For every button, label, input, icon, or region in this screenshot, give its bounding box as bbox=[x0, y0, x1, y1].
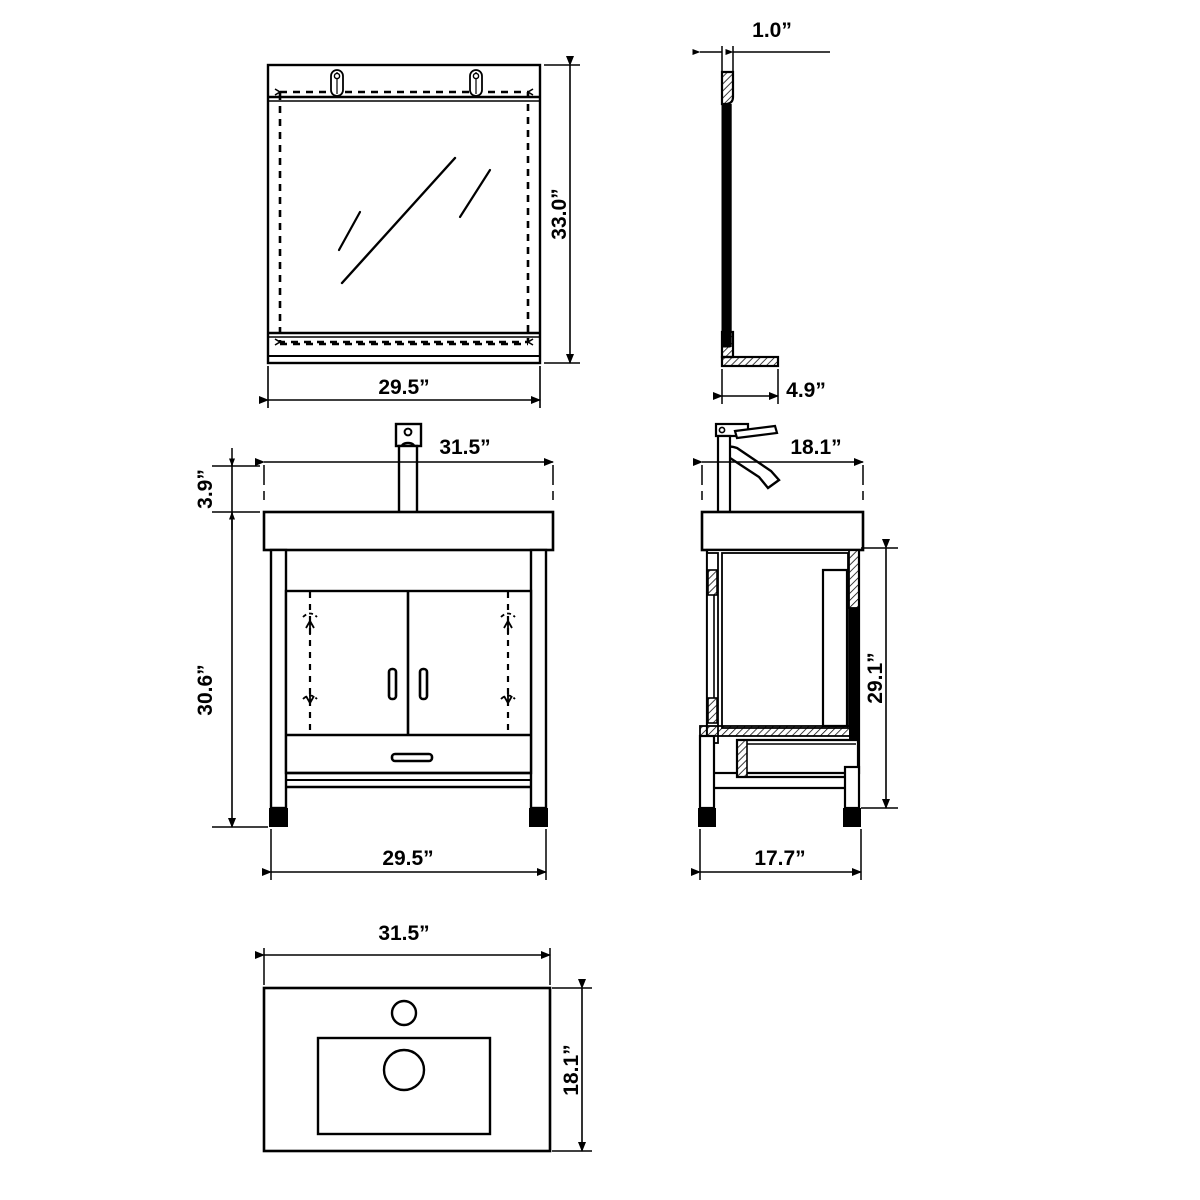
foot-front-left bbox=[269, 808, 288, 827]
dimension-top-width-front: 31.5” bbox=[255, 436, 554, 500]
faucet-side bbox=[714, 422, 781, 514]
mirror-hidden-outline bbox=[278, 90, 530, 344]
hinge-indicator-left bbox=[302, 592, 318, 734]
dimension-mirror-thickness: 1.0” bbox=[692, 19, 830, 78]
dimension-label-sink-depth-top: 18.1” bbox=[560, 1044, 583, 1095]
mirror-hidden-arrow-tr bbox=[527, 88, 534, 96]
dimension-sink-width-top: 31.5” bbox=[255, 922, 551, 985]
mirror-side-view bbox=[720, 70, 780, 368]
foot-front-right bbox=[529, 808, 548, 827]
faucet-handle-lever-side bbox=[733, 424, 779, 440]
mirror-side-top-cap bbox=[720, 70, 735, 106]
drain-hole-top bbox=[382, 1048, 426, 1092]
leg-side-front bbox=[698, 734, 716, 810]
leg-front-right bbox=[529, 548, 548, 810]
mirror-hanger-right bbox=[469, 69, 483, 97]
faucet-aerator-front bbox=[403, 427, 413, 437]
dimension-label-top-width-front: 31.5” bbox=[439, 436, 490, 459]
shelf-divider-side bbox=[699, 725, 859, 737]
foot-side-rear bbox=[843, 808, 861, 827]
dimension-label-mirror-shelf-depth: 4.9” bbox=[786, 379, 826, 402]
dimension-mirror-height: 33.0” bbox=[544, 56, 580, 364]
mirror-side-bottom-cap bbox=[720, 330, 735, 359]
faucet-body-side bbox=[716, 434, 732, 514]
mirror-side-shelf bbox=[720, 355, 780, 368]
dimension-cabinet-height-front: 30.6” bbox=[194, 462, 268, 828]
dimension-mirror-shelf-depth: 4.9” bbox=[713, 369, 826, 404]
dimension-label-cabinet-width-front: 29.5” bbox=[382, 847, 433, 870]
mirror-side-panel bbox=[721, 103, 731, 348]
dimension-label-mirror-thickness: 1.0” bbox=[752, 19, 792, 42]
drawer-front-hatched-side bbox=[736, 739, 748, 778]
faucet-pivot-side bbox=[718, 426, 726, 434]
hinge-indicator-right bbox=[500, 592, 516, 734]
vanity-side-view bbox=[698, 422, 865, 827]
mirror-hidden-arrow-bl bbox=[274, 338, 281, 346]
sink-top-view bbox=[262, 986, 552, 1153]
interior-back-panel-side bbox=[821, 568, 849, 728]
hinge-lower-side bbox=[707, 697, 718, 724]
dimension-label-mirror-width: 29.5” bbox=[378, 376, 429, 399]
faucet-front bbox=[394, 422, 423, 515]
dimension-label-top-depth-side: 18.1” bbox=[790, 436, 841, 459]
mirror-hanger-left bbox=[330, 69, 344, 97]
drawer-box-side bbox=[735, 738, 860, 779]
dimension-label-mirror-height: 33.0” bbox=[548, 188, 571, 239]
rear-post-hatched-side bbox=[848, 549, 860, 609]
countertop-side bbox=[700, 510, 865, 552]
vanity-front-view bbox=[262, 422, 555, 827]
dimension-top-depth-side: 18.1” bbox=[693, 436, 864, 500]
faucet-body-front bbox=[397, 444, 419, 515]
foot-side-front bbox=[698, 808, 716, 827]
countertop-front bbox=[262, 510, 555, 552]
mirror-front-view bbox=[266, 63, 542, 365]
door-handle-right[interactable] bbox=[418, 667, 429, 701]
leg-front-left bbox=[269, 548, 288, 810]
dimension-label-cabinet-depth-side: 17.7” bbox=[754, 847, 805, 870]
mirror-hidden-arrow-br bbox=[527, 338, 534, 346]
leg-side-rear bbox=[843, 765, 861, 810]
dimension-label-sink-width-top: 31.5” bbox=[378, 922, 429, 945]
dimension-label-faucet-height: 3.9” bbox=[194, 469, 217, 509]
faucet-hole-top bbox=[390, 999, 418, 1027]
dimension-cabinet-depth-side: 17.7” bbox=[691, 829, 862, 880]
dimension-sink-depth-top: 18.1” bbox=[552, 979, 592, 1152]
mirror-reflection-lines bbox=[337, 156, 492, 285]
dimension-cabinet-height-side: 29.1” bbox=[861, 539, 898, 809]
dimension-mirror-width: 29.5” bbox=[259, 366, 541, 408]
dimension-label-cabinet-height-side: 29.1” bbox=[864, 652, 887, 703]
drawer-handle-front[interactable] bbox=[390, 752, 434, 763]
dimension-label-cabinet-height-front: 30.6” bbox=[194, 664, 217, 715]
mirror-hidden-arrow-tl bbox=[274, 88, 281, 96]
door-handle-left[interactable] bbox=[387, 667, 398, 701]
dimension-cabinet-width-front: 29.5” bbox=[262, 829, 547, 880]
hinge-upper-side bbox=[707, 569, 718, 596]
rear-post-solid-side bbox=[849, 608, 859, 747]
